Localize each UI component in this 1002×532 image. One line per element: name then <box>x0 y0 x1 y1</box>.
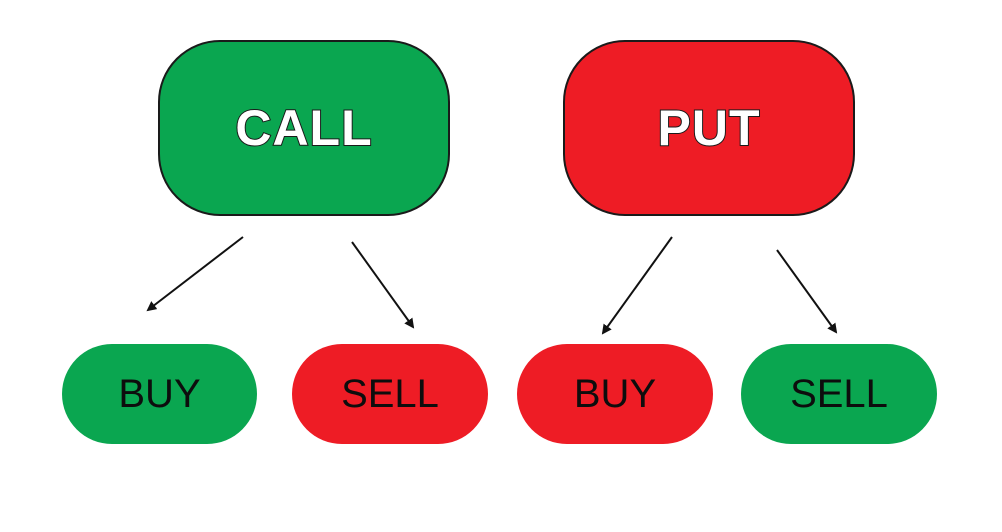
put-box: PUT <box>563 40 855 216</box>
arrow-put-to-buy <box>601 236 673 335</box>
put-sell-box: SELL <box>741 344 937 444</box>
call-sell-label: SELL <box>341 371 439 416</box>
call-buy-box: BUY <box>62 344 257 444</box>
put-buy-box: BUY <box>517 344 713 444</box>
arrow-call-to-buy <box>146 236 244 312</box>
put-label: PUT <box>657 99 761 157</box>
call-buy-label: BUY <box>118 371 201 416</box>
put-sell-label: SELL <box>790 371 888 416</box>
call-label: CALL <box>234 99 373 157</box>
arrow-call-to-sell <box>351 241 415 329</box>
call-sell-box: SELL <box>292 344 488 444</box>
call-box: CALL <box>158 40 450 216</box>
arrow-put-to-sell <box>776 249 838 334</box>
put-buy-label: BUY <box>573 371 657 416</box>
